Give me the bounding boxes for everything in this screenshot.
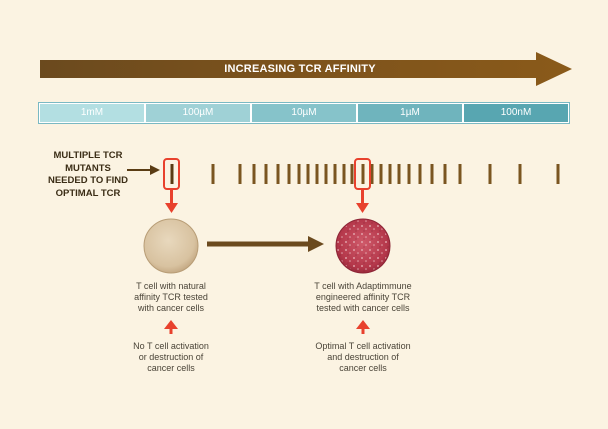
tcr-mutant-tick (333, 164, 337, 184)
tcr-mutant-tick (556, 164, 560, 184)
natural-tcr-dish (143, 218, 199, 274)
tcr-mutant-tick (488, 164, 492, 184)
tcr-mutant-tick (297, 164, 301, 184)
mutants-pointer-arrow (127, 165, 160, 175)
natural-caption-line3: with cancer cells (137, 303, 205, 313)
engineered-caption-line1: T cell with Adaptimmune (314, 281, 412, 291)
tcr-mutant-tick (287, 164, 291, 184)
natural-down-arrow (165, 189, 178, 213)
natural-result-line2: or destruction of (138, 352, 204, 362)
tcr-mutant-tick (430, 164, 434, 184)
engineered-result-line3: cancer cells (339, 363, 387, 373)
tcr-mutant-tick (211, 164, 215, 184)
natural-result-line1: No T cell activation (133, 341, 209, 351)
scale-segment-10um: 10µM (252, 104, 356, 122)
tcr-mutant-tick (418, 164, 422, 184)
tcr-mutant-tick (324, 164, 328, 184)
mutants-label: MULTIPLE TCR MUTANTS NEEDED TO FIND OPTI… (38, 150, 138, 200)
tcr-mutant-tick (170, 164, 174, 184)
natural-caption-line2: affinity TCR tested (134, 292, 208, 302)
engineered-tcr-caption: T cell with Adaptimmune engineered affin… (293, 281, 433, 314)
mutants-label-line3: NEEDED TO FIND (47, 175, 129, 186)
tcr-mutant-tick (388, 164, 392, 184)
natural-caption-line1: T cell with natural (136, 281, 206, 291)
tcr-mutant-tick (443, 164, 447, 184)
tcr-mutant-tick (306, 164, 310, 184)
increasing-affinity-label: INCREASING TCR AFFINITY (224, 63, 376, 75)
progression-arrow (207, 236, 324, 252)
scale-segment-1mm: 1mM (40, 104, 144, 122)
engineered-down-arrow (356, 189, 369, 213)
mutants-label-line1: MULTIPLE TCR (53, 150, 123, 161)
tcr-mutant-tick (350, 164, 354, 184)
scale-segment-100um: 100µM (146, 104, 250, 122)
engineered-tcr-dish (335, 218, 391, 274)
mutants-label-line4: OPTIMAL TCR (55, 187, 121, 199)
tcr-mutant-tick (276, 164, 280, 184)
tcr-mutant-ticks (170, 164, 560, 184)
tcr-mutant-tick (238, 164, 242, 184)
tcr-mutant-tick (370, 164, 374, 184)
tcr-mutant-tick (315, 164, 319, 184)
mutants-label-line2: MUTANTS (65, 162, 111, 174)
tcr-mutant-tick (361, 164, 365, 184)
natural-tcr-result: No T cell activation or destruction of c… (111, 341, 231, 374)
engineered-result-line1: Optimal T cell activation (315, 341, 411, 351)
tcr-mutant-tick (264, 164, 268, 184)
tcr-mutant-tick (342, 164, 346, 184)
tcr-mutant-tick (458, 164, 462, 184)
tcr-mutant-tick (379, 164, 383, 184)
increasing-affinity-arrow (40, 52, 572, 86)
tcr-mutant-tick (252, 164, 256, 184)
affinity-scale: 1mM 100µM 10µM 1µM 100nM (38, 102, 570, 124)
engineered-caption-line3: tested with cancer cells (316, 303, 410, 313)
scale-segment-1um: 1µM (358, 104, 462, 122)
natural-result-up-arrow (164, 320, 178, 334)
natural-tcr-caption: T cell with natural affinity TCR tested … (111, 281, 231, 314)
tcr-mutant-tick (518, 164, 522, 184)
tcr-mutant-tick (397, 164, 401, 184)
engineered-caption-line2: engineered affinity TCR (315, 292, 411, 302)
natural-result-line3: cancer cells (147, 363, 195, 373)
engineered-result-up-arrow (356, 320, 370, 334)
engineered-result-line2: and destruction of (327, 352, 399, 362)
engineered-tcr-result: Optimal T cell activation and destructio… (293, 341, 433, 374)
tcr-mutant-tick (407, 164, 411, 184)
scale-segment-100nm: 100nM (464, 104, 568, 122)
